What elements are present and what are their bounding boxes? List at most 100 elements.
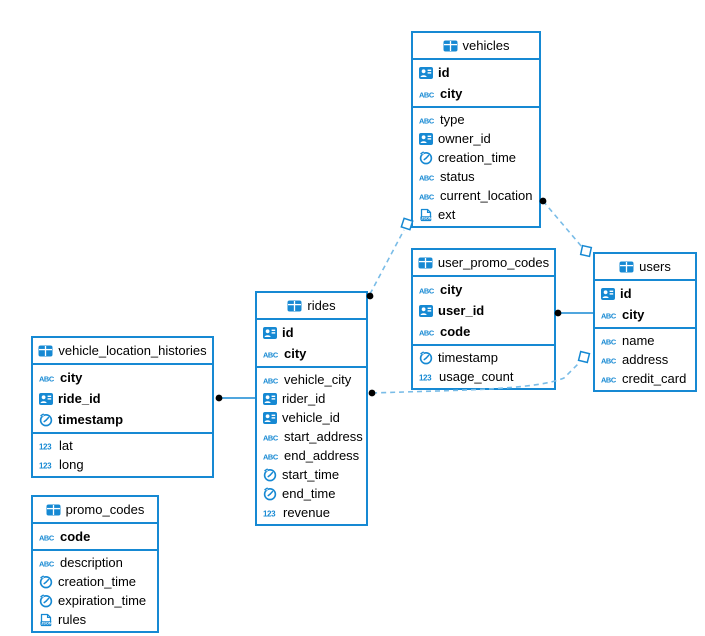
svg-text:ABC: ABC: [263, 376, 279, 385]
table-users[interactable]: users id ABC city ABC name ABC address A…: [593, 252, 697, 392]
field-row-user_promo_codes-code[interactable]: ABC code: [413, 321, 554, 342]
table-header-promo_codes[interactable]: promo_codes: [33, 497, 157, 524]
field-row-promo_codes-description[interactable]: ABC description: [33, 553, 157, 572]
field-row-users-credit_card[interactable]: ABC credit_card: [595, 369, 695, 388]
field-name: start_address: [284, 429, 363, 444]
table-header-users[interactable]: users: [595, 254, 695, 281]
table-icon: [443, 40, 458, 51]
field-row-vehicle_location_histories-long[interactable]: 123 long: [33, 455, 212, 474]
abc-icon: ABC: [263, 433, 279, 442]
field-row-vehicles-status[interactable]: ABC status: [413, 167, 539, 186]
pk-section-user_promo_codes: ABC city user_id ABC code: [413, 277, 554, 346]
field-row-rides-rider_id[interactable]: rider_id: [257, 389, 366, 408]
field-row-vehicle_location_histories-ride_id[interactable]: ride_id: [33, 388, 212, 409]
table-title: vehicles: [462, 38, 510, 53]
field-row-user_promo_codes-usage_count[interactable]: 123 usage_count: [413, 367, 554, 386]
pk-section-users: id ABC city: [595, 281, 695, 329]
field-name: city: [284, 346, 307, 361]
field-row-user_promo_codes-user_id[interactable]: user_id: [413, 300, 554, 321]
field-row-rides-start_time[interactable]: start_time: [257, 465, 366, 484]
clock-icon: [419, 151, 433, 164]
field-row-rides-end_address[interactable]: ABC end_address: [257, 446, 366, 465]
field-row-rides-id[interactable]: id: [257, 322, 366, 343]
abc-icon: ABC: [419, 90, 435, 99]
field-name: start_time: [282, 467, 340, 482]
field-row-rides-end_time[interactable]: end_time: [257, 484, 366, 503]
field-row-users-address[interactable]: ABC address: [595, 350, 695, 369]
field-name: long: [59, 457, 84, 472]
field-row-vehicles-current_location[interactable]: ABC current_location: [413, 186, 539, 205]
field-row-vehicle_location_histories-lat[interactable]: 123 lat: [33, 436, 212, 455]
field-row-vehicles-city[interactable]: ABC city: [413, 83, 539, 104]
svg-text:ABC: ABC: [419, 192, 435, 201]
svg-text:123: 123: [263, 509, 276, 517]
field-row-vehicle_location_histories-timestamp[interactable]: timestamp: [33, 409, 212, 430]
field-row-vehicles-type[interactable]: ABC type: [413, 110, 539, 129]
abc-icon: ABC: [39, 374, 55, 383]
svg-text:ABC: ABC: [419, 173, 435, 182]
field-row-rides-vehicle_city[interactable]: ABC vehicle_city: [257, 370, 366, 389]
table-header-rides[interactable]: rides: [257, 293, 366, 320]
field-row-users-city[interactable]: ABC city: [595, 304, 695, 325]
id-badge-icon: [601, 287, 615, 300]
clock-icon: [39, 413, 53, 426]
field-row-rides-city[interactable]: ABC city: [257, 343, 366, 364]
field-row-promo_codes-rules[interactable]: JSON rules: [33, 610, 157, 629]
table-user_promo_codes[interactable]: user_promo_codes ABC city user_id ABC co…: [411, 248, 556, 390]
field-row-rides-vehicle_id[interactable]: vehicle_id: [257, 408, 366, 427]
table-icon: [46, 504, 61, 515]
field-name: code: [440, 324, 471, 339]
field-row-users-name[interactable]: ABC name: [595, 331, 695, 350]
clock-icon: [263, 468, 277, 481]
table-promo_codes[interactable]: promo_codes ABC code ABC description cre…: [31, 495, 159, 633]
field-name: id: [620, 286, 632, 301]
table-vehicle_location_histories[interactable]: vehicle_location_histories ABC city ride…: [31, 336, 214, 478]
field-row-vehicles-owner_id[interactable]: owner_id: [413, 129, 539, 148]
svg-text:JSON: JSON: [421, 215, 432, 220]
table-header-vehicle_location_histories[interactable]: vehicle_location_histories: [33, 338, 212, 365]
abc-icon: ABC: [419, 328, 435, 337]
field-name: id: [282, 325, 294, 340]
clock-icon: [263, 487, 277, 500]
table-header-user_promo_codes[interactable]: user_promo_codes: [413, 250, 554, 277]
abc-icon: ABC: [601, 375, 617, 384]
field-name: vehicle_id: [282, 410, 340, 425]
field-row-vehicle_location_histories-city[interactable]: ABC city: [33, 367, 212, 388]
table-vehicles[interactable]: vehicles id ABC city ABC type owner_id c…: [411, 31, 541, 228]
svg-text:123: 123: [39, 442, 52, 450]
fields-section-promo_codes: ABC description creation_time expiration…: [33, 551, 157, 631]
field-row-vehicles-creation_time[interactable]: creation_time: [413, 148, 539, 167]
svg-text:JSON: JSON: [41, 620, 52, 625]
field-name: end_time: [282, 486, 336, 501]
field-row-promo_codes-code[interactable]: ABC code: [33, 526, 157, 547]
field-row-rides-start_address[interactable]: ABC start_address: [257, 427, 366, 446]
svg-text:ABC: ABC: [601, 337, 617, 346]
table-title: users: [639, 259, 671, 274]
svg-text:123: 123: [419, 373, 432, 381]
fields-section-vehicles: ABC type owner_id creation_time ABC stat…: [413, 108, 539, 226]
abc-icon: ABC: [419, 286, 435, 295]
field-row-promo_codes-expiration_time[interactable]: expiration_time: [33, 591, 157, 610]
field-row-vehicles-id[interactable]: id: [413, 62, 539, 83]
field-name: city: [440, 86, 463, 101]
abc-icon: ABC: [601, 311, 617, 320]
field-row-rides-revenue[interactable]: 123 revenue: [257, 503, 366, 522]
field-row-promo_codes-creation_time[interactable]: creation_time: [33, 572, 157, 591]
field-name: name: [622, 333, 655, 348]
abc-icon: ABC: [39, 559, 55, 568]
field-name: ext: [438, 207, 456, 222]
table-icon: [287, 300, 302, 311]
table-rides[interactable]: rides id ABC city ABC vehicle_city rider…: [255, 291, 368, 526]
svg-text:ABC: ABC: [419, 286, 435, 295]
field-row-user_promo_codes-timestamp[interactable]: timestamp: [413, 348, 554, 367]
table-header-vehicles[interactable]: vehicles: [413, 33, 539, 60]
field-name: end_address: [284, 448, 360, 463]
fields-section-users: ABC name ABC address ABC credit_card: [595, 329, 695, 390]
field-row-user_promo_codes-city[interactable]: ABC city: [413, 279, 554, 300]
svg-text:ABC: ABC: [39, 559, 55, 568]
svg-text:ABC: ABC: [419, 116, 435, 125]
table-title: vehicle_location_histories: [58, 343, 207, 358]
field-row-users-id[interactable]: id: [595, 283, 695, 304]
field-row-vehicles-ext[interactable]: JSON ext: [413, 205, 539, 224]
